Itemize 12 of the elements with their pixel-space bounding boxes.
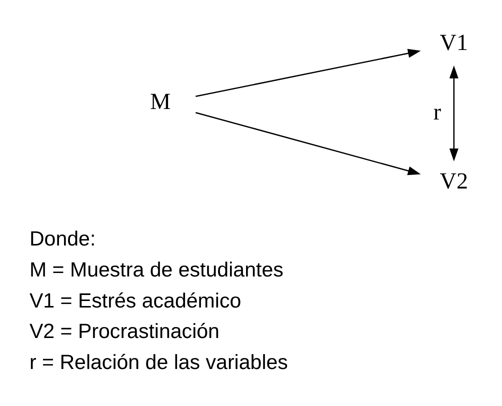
label: V1 = Estrés académico [29, 288, 242, 312]
node-text: M [150, 87, 171, 114]
arrow [196, 48, 421, 97]
node-text: V1 [440, 28, 468, 54]
arrow [449, 64, 458, 161]
node-text: V2 [440, 167, 468, 194]
edge-label: r [433, 98, 442, 124]
label: Donde: [29, 227, 96, 250]
label: M = Muestra de estudiantes [29, 258, 284, 281]
label: V2 = Procrastinación [29, 320, 220, 343]
label: r = Relación de las variables [29, 350, 288, 374]
arrow [196, 112, 421, 175]
